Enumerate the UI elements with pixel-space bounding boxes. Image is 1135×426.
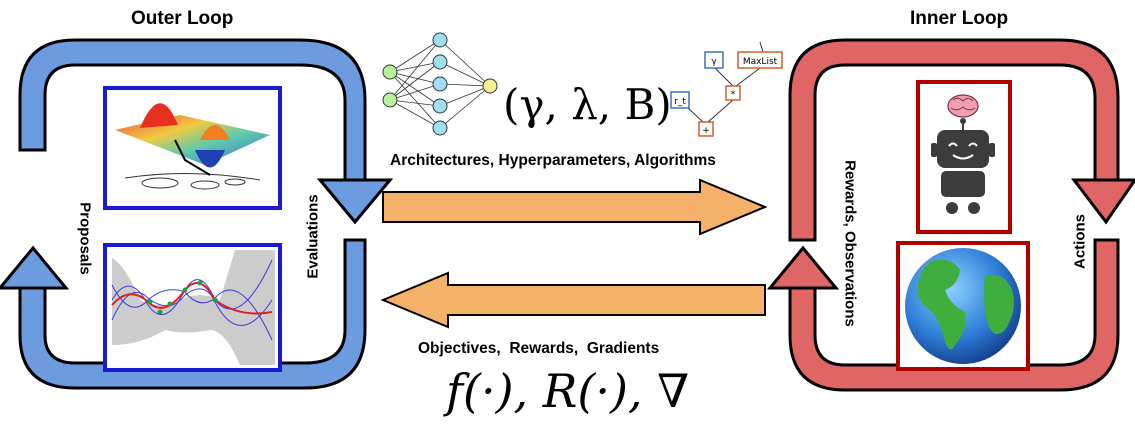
- inner-loop-title: Inner Loop: [910, 8, 1009, 29]
- inner-loop-cycle: [766, 38, 1135, 392]
- neural-network-icon: [382, 32, 498, 136]
- outer-loop-cycle: [0, 38, 394, 390]
- outer-loop-top-arc: [18, 38, 367, 182]
- continent-americas: [917, 259, 966, 350]
- tree-node-rt: r_t: [674, 97, 686, 107]
- surface-contours: [124, 172, 261, 190]
- inner-loop-left-arrowhead: [766, 245, 840, 290]
- outer-loop-left-arrowhead: [0, 245, 70, 290]
- inner-loop-top-arc: [788, 38, 1120, 242]
- optimization-path: [174, 139, 211, 176]
- outer-loop-title: Outer Loop: [131, 8, 234, 29]
- tree-node-add: +: [702, 126, 710, 136]
- tree-node-multiply: *: [731, 90, 736, 100]
- inner-loop-bottom-arc: [788, 238, 1120, 392]
- hyperparameter-tuple: (γ, λ, B): [503, 80, 672, 129]
- uncertainty-band: [112, 250, 275, 365]
- outer-loop-right-arrowhead: [316, 178, 394, 225]
- tree-node-gamma: γ: [711, 57, 717, 67]
- surface-mesh: [115, 115, 270, 165]
- observation-points: [147, 280, 218, 315]
- agent-panel: [916, 80, 1012, 234]
- robot-icon: [931, 118, 995, 214]
- objective-functions: f(·), R(·), ∇: [446, 364, 690, 418]
- inner-loop-observations-label: Rewards, Observations: [841, 160, 859, 327]
- computation-graph-icon: γ MaxList r_t * +: [670, 41, 783, 137]
- inner-loop-actions-label: Actions: [1071, 214, 1089, 270]
- outer-loop-proposals-label: Proposals: [76, 202, 94, 275]
- tree-node-maxlist: MaxList: [743, 57, 778, 67]
- environment-panel: [896, 241, 1030, 371]
- outer-loop-evaluations-label: Evaluations: [304, 194, 322, 279]
- top-flow-caption: Architectures, Hyperparameters, Algorith…: [390, 152, 716, 169]
- bottom-flow-caption: Objectives, Rewards, Gradients: [418, 340, 660, 357]
- surface-peak: [140, 103, 178, 128]
- backward-arrow: [380, 271, 766, 329]
- continent-africa: [984, 274, 1014, 334]
- surface-valley: [195, 150, 225, 168]
- forward-arrow: [382, 178, 768, 236]
- surface-peak-2: [200, 125, 230, 140]
- outer-loop-bottom-arc: [18, 238, 367, 390]
- surface-plot-panel: [103, 86, 282, 210]
- inner-loop-right-arrowhead: [1070, 178, 1135, 225]
- gaussian-process-panel: [103, 243, 282, 372]
- brain-icon: [947, 94, 979, 118]
